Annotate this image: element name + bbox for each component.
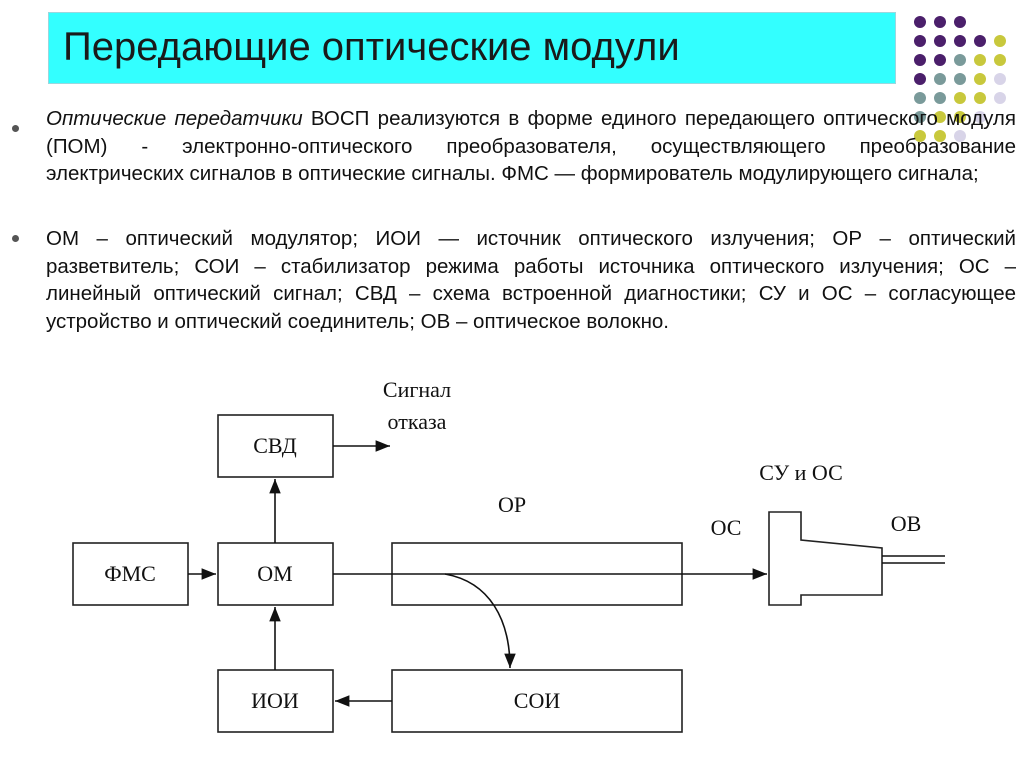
block-svd	[217, 414, 334, 478]
paragraph-body: ВОСП реализуются в форме единого передаю…	[46, 107, 1016, 185]
label-svd: СВД	[253, 433, 297, 458]
label-fail-signal: Сигнал	[383, 377, 451, 402]
paragraph-transmitters: Оптические передатчики ВОСП реализуются …	[46, 105, 1016, 188]
bullet-icon	[12, 125, 19, 132]
block-soi	[391, 669, 683, 733]
block-ioi	[217, 669, 334, 733]
label-ov: ОВ	[891, 511, 922, 536]
page-title: Передающие оптические модули	[63, 25, 680, 69]
paragraph-emphasis: Оптические передатчики	[46, 107, 303, 130]
label-su-os: СУ и ОС	[759, 460, 843, 485]
bullet-icon	[12, 235, 19, 242]
label-fms: ФМС	[104, 561, 156, 586]
label-soi: СОИ	[514, 688, 561, 713]
paragraph-abbreviations: ОМ – оптический модулятор; ИОИ — источни…	[46, 227, 1016, 333]
label-fail-signal: отказа	[388, 409, 447, 434]
connector-su-os	[768, 511, 883, 606]
label-ioi: ИОИ	[251, 688, 299, 713]
label-om: ОМ	[257, 561, 292, 586]
label-os: ОС	[711, 515, 742, 540]
title-bar: Передающие оптические модули	[48, 12, 896, 84]
arrow-or-soi	[444, 573, 516, 669]
block-fms	[72, 542, 189, 606]
label-or: ОР	[498, 492, 526, 517]
